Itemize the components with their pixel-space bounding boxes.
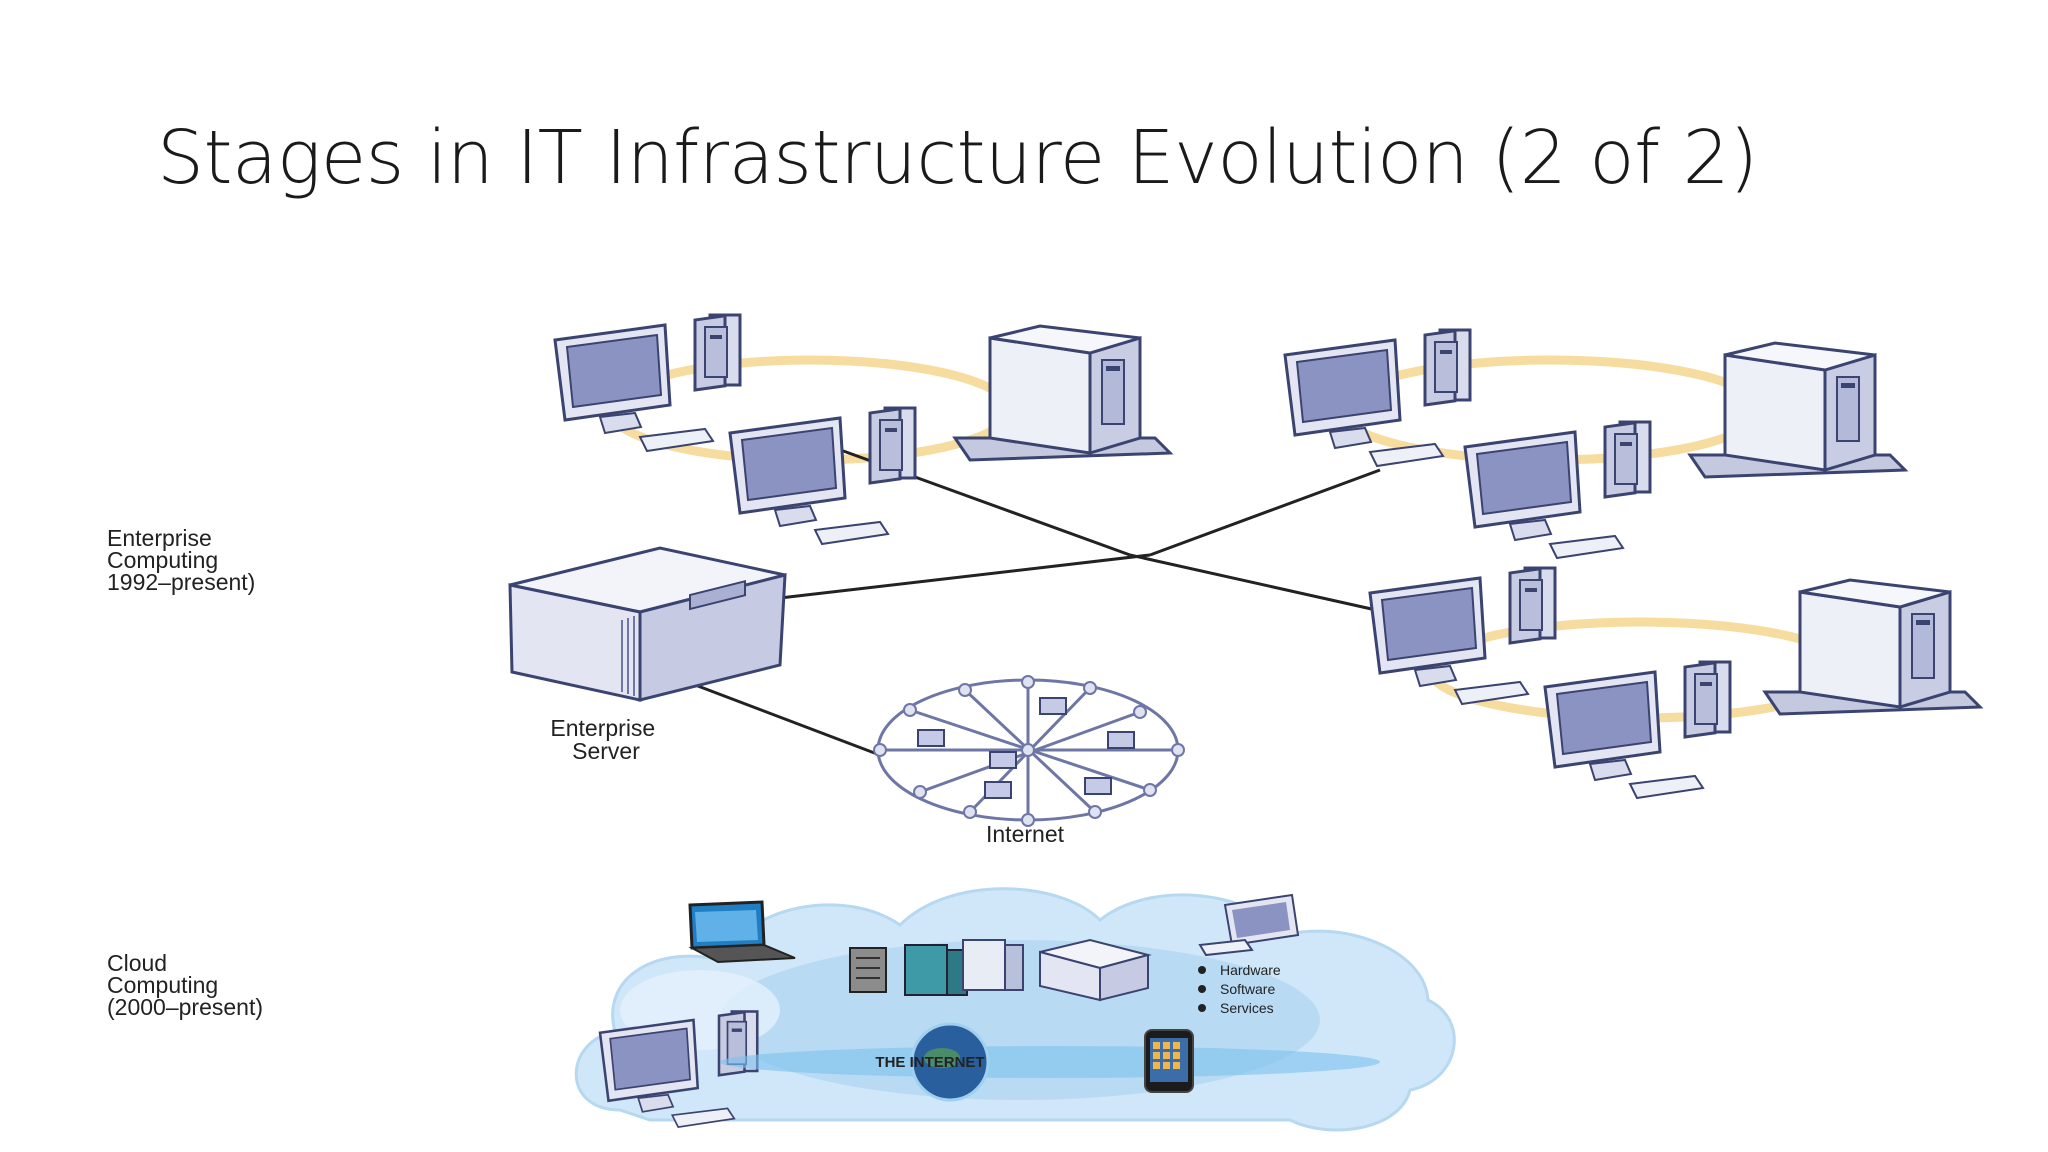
workgroup-top-left bbox=[553, 313, 1172, 546]
stage-label-enterprise-computing: Enterprise Computing 1992–present) bbox=[107, 525, 256, 595]
workgroup-bottom-right bbox=[1368, 566, 1982, 800]
server-tower-icon bbox=[1688, 341, 1907, 479]
server-rack-icon bbox=[849, 938, 1152, 1002]
stage-label-cloud-computing: Cloud Computing (2000–present) bbox=[107, 950, 263, 1020]
server-tower-icon bbox=[953, 324, 1172, 462]
network-links bbox=[689, 426, 1386, 759]
desktop-computer-icon bbox=[1198, 893, 1300, 957]
smartphone-icon bbox=[1144, 1029, 1194, 1093]
cloud-bullet-services: Services bbox=[1220, 1000, 1274, 1016]
the-internet-label: THE INTERNET bbox=[875, 1054, 984, 1071]
slide-title: Stages in IT Infrastructure Evolution (2… bbox=[157, 115, 1758, 201]
desktop-computer-icon bbox=[1463, 420, 1652, 560]
enterprise-server-icon bbox=[508, 546, 787, 702]
cloud-bullet-software: Software bbox=[1220, 981, 1275, 997]
desktop-computer-icon bbox=[1368, 566, 1557, 706]
cloud-services-list: Hardware Software Services bbox=[1198, 962, 1281, 1016]
the-internet-globe-icon: THE INTERNET bbox=[720, 1022, 1380, 1102]
desktop-computer-icon bbox=[728, 406, 917, 546]
cloud-bullet-hardware: Hardware bbox=[1220, 962, 1281, 978]
desktop-computer-icon bbox=[1543, 660, 1732, 800]
server-tower-icon bbox=[1763, 578, 1982, 716]
enterprise-server-label: Enterprise Server bbox=[550, 715, 661, 764]
internet-label: Internet bbox=[986, 821, 1065, 847]
desktop-computer-icon bbox=[553, 313, 742, 453]
laptop-icon bbox=[688, 900, 796, 964]
desktop-computer-icon bbox=[1283, 328, 1472, 468]
internet-globe-icon bbox=[873, 675, 1185, 827]
